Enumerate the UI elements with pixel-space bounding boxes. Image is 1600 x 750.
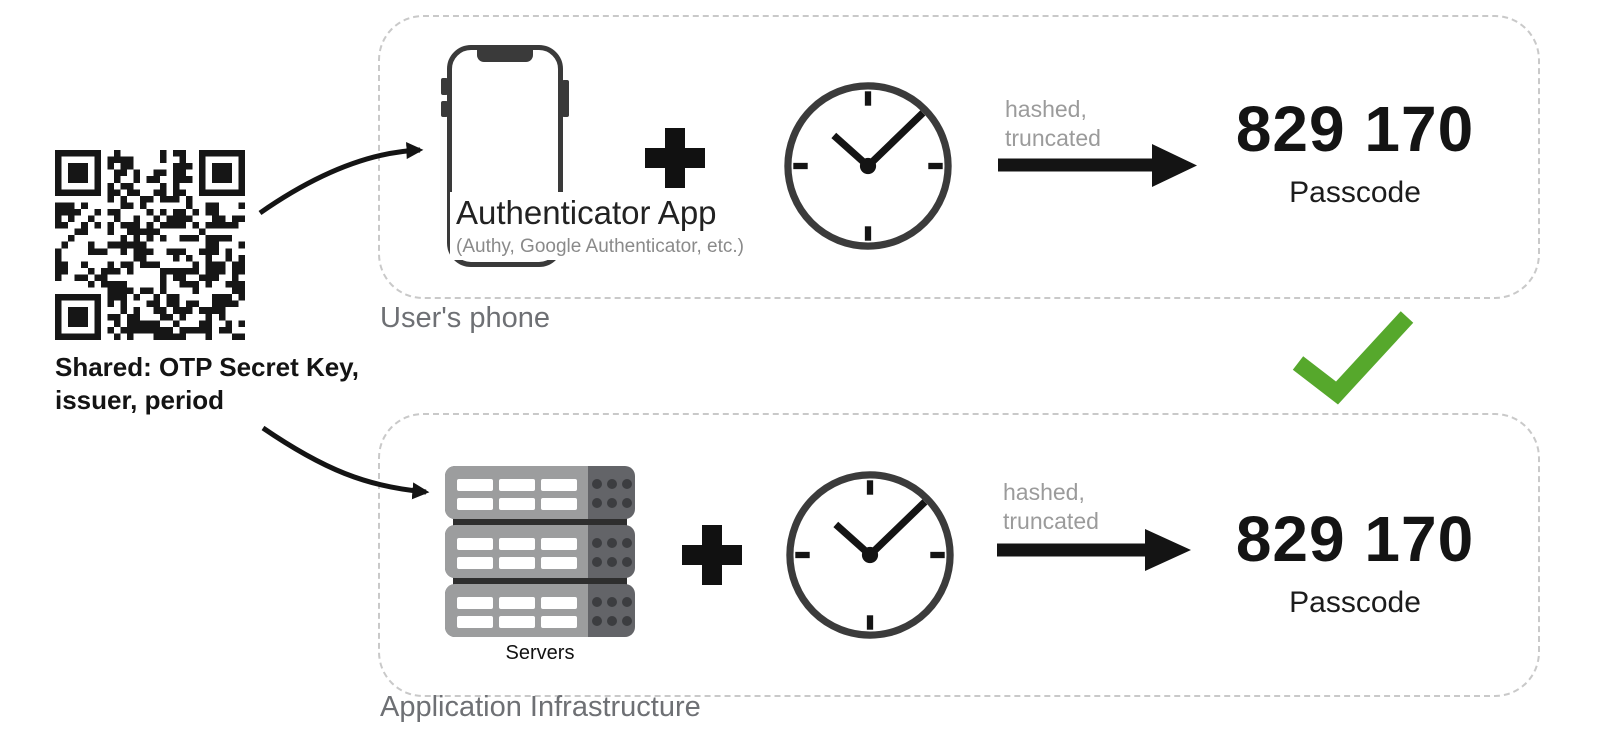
authenticator-app-text: Authenticator App (Authy, Google Authent… <box>450 192 750 260</box>
phone-notch <box>477 49 533 62</box>
server-unit <box>445 466 635 519</box>
match-checkmark-icon <box>1292 311 1414 405</box>
passcode-value: 829 170 <box>1235 93 1475 165</box>
qr-code-icon <box>55 150 245 340</box>
passcode-label: Passcode <box>1289 586 1421 619</box>
phone-volume-button <box>441 78 448 95</box>
servers-caption: Servers <box>505 642 575 664</box>
shared-secret-caption: Shared: OTP Secret Key, issuer, period <box>55 352 359 415</box>
server-unit <box>445 525 635 578</box>
server-stack-icon <box>445 466 635 637</box>
plus-icon <box>682 525 742 585</box>
phone-volume-button <box>441 101 448 117</box>
hash-truncate-label: hashed, truncated <box>1005 96 1101 151</box>
user-phone-box-label: User's phone <box>380 302 550 334</box>
clock-icon <box>784 82 952 250</box>
hash-truncate-label: hashed, truncated <box>1003 479 1099 534</box>
passcode-output: 829 170 Passcode <box>1225 502 1485 620</box>
passcode-label: Passcode <box>1289 176 1421 209</box>
phone-power-button <box>562 80 569 117</box>
plus-bar <box>665 128 685 188</box>
application-infrastructure-box <box>378 413 1540 697</box>
passcode-value: 829 170 <box>1235 503 1475 575</box>
plus-bar <box>702 525 722 585</box>
application-infrastructure-box-label: Application Infrastructure <box>380 691 701 723</box>
passcode-output: 829 170 Passcode <box>1225 92 1485 210</box>
server-unit <box>445 584 635 637</box>
authenticator-app-title: Authenticator App <box>456 194 717 231</box>
authenticator-app-subtitle: (Authy, Google Authenticator, etc.) <box>456 236 744 257</box>
clock-icon <box>786 471 954 639</box>
plus-icon <box>645 128 705 188</box>
